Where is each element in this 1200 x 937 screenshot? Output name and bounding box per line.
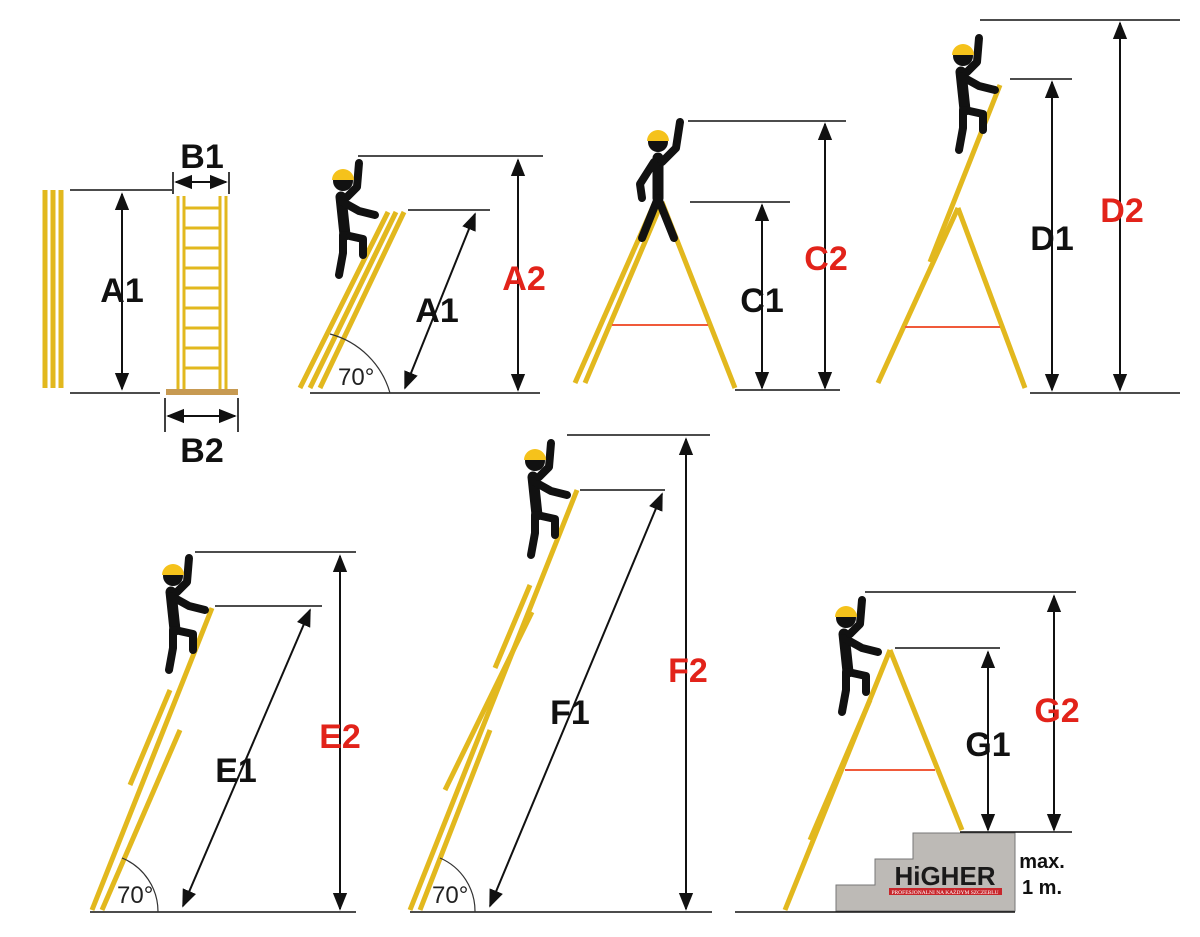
label-e1: E1 <box>215 752 257 790</box>
ladder-front-view <box>166 196 238 395</box>
angle-label: 70° <box>432 882 468 909</box>
panel-folded-ladder: A1 B1 B2 <box>42 138 239 470</box>
label-f2: F2 <box>668 652 708 690</box>
dimension-arrow-e1 <box>182 608 311 908</box>
label-g2: G2 <box>1034 692 1079 730</box>
higher-logo: HiGHER PROFESJONALNI NA KAŻDYM SZCZEBLU <box>889 861 1002 896</box>
label-b1: B1 <box>180 138 223 176</box>
max-height-note-2: 1 m. <box>1022 877 1062 899</box>
label-a1-leaning: A1 <box>415 292 458 330</box>
svg-text:HiGHER: HiGHER <box>894 861 995 891</box>
dimension-arrow-a1-diagonal <box>404 212 476 390</box>
panel-stepladder-c: C1 C2 <box>572 121 848 391</box>
panel-leaning-ladder-a: 70° A1 A2 <box>297 155 546 394</box>
dimension-arrow-f1 <box>489 492 663 908</box>
label-a1: A1 <box>100 272 143 310</box>
label-c1: C1 <box>740 282 783 320</box>
label-d1: D1 <box>1030 220 1073 258</box>
panel-combination-ladder-d: D1 D2 <box>875 19 1180 394</box>
svg-text:PROFESJONALNI NA KAŻDYM SZCZEB: PROFESJONALNI NA KAŻDYM SZCZEBLU <box>891 889 998 896</box>
angle-label: 70° <box>117 882 153 909</box>
label-d2: D2 <box>1100 192 1143 230</box>
label-c2: C2 <box>804 240 847 278</box>
panel-extension-ladder-e: 70° E1 E2 <box>89 551 361 913</box>
label-g1: G1 <box>965 726 1010 764</box>
label-f1: F1 <box>550 694 590 732</box>
label-a2: A2 <box>502 260 545 298</box>
angle-label: 70° <box>338 364 374 391</box>
max-height-note-1: max. <box>1019 851 1065 873</box>
label-e2: E2 <box>319 718 361 756</box>
label-b2: B2 <box>180 432 223 470</box>
panel-extension-ladder-f: 70° F1 F2 <box>407 434 712 913</box>
panel-stairs-ladder-g: HiGHER PROFESJONALNI NA KAŻDYM SZCZEBLU … <box>735 591 1080 913</box>
